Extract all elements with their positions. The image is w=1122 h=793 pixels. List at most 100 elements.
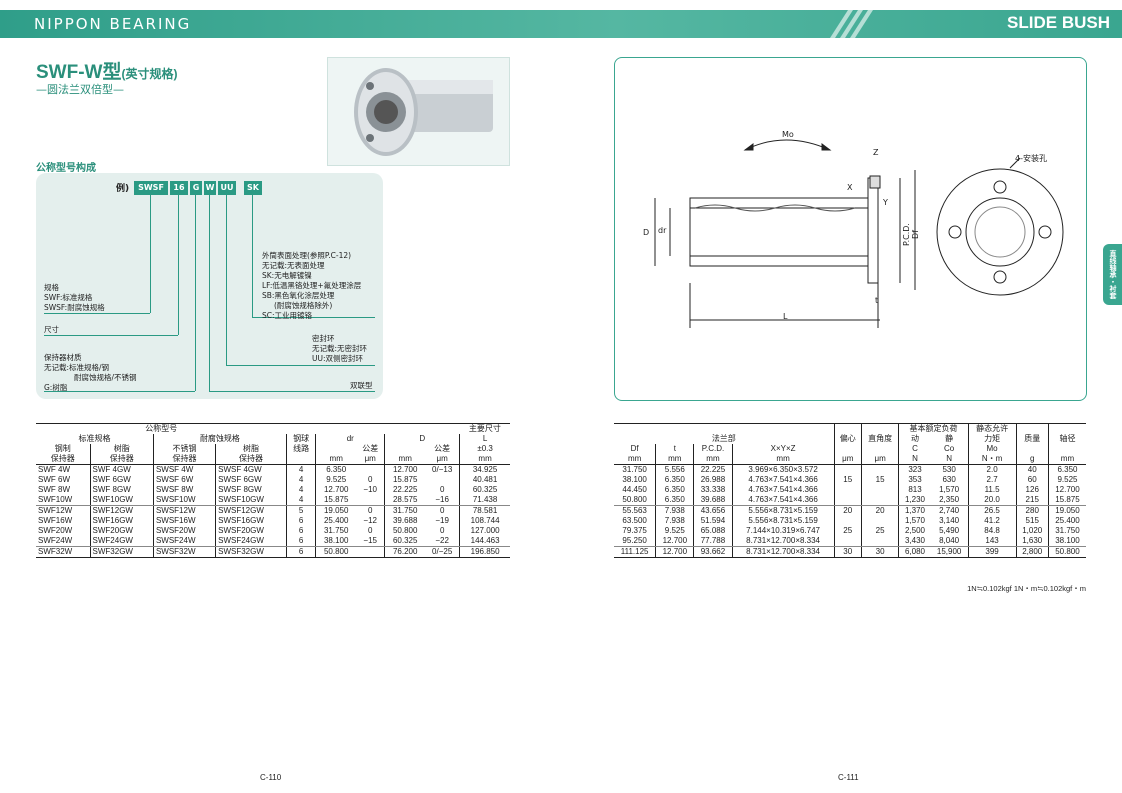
table-cell: 15,900 xyxy=(930,546,969,558)
table-cell: 39.688 xyxy=(693,495,733,506)
table-cell: 25.400 xyxy=(315,516,357,526)
line-size-h xyxy=(44,335,178,336)
line-double xyxy=(209,195,210,391)
line-double-h xyxy=(209,391,375,392)
table-cell xyxy=(833,516,862,526)
table-cell: 41.2 xyxy=(967,516,1017,526)
table-cell: SWSF20W xyxy=(152,526,216,536)
table-cell xyxy=(833,464,862,475)
table-cell: 5.556×8.731×5.159 xyxy=(731,505,835,516)
table-cell: 15.875 xyxy=(384,475,426,485)
table-cell: 6,080 xyxy=(898,546,931,558)
table-cell: 19.050 xyxy=(1047,505,1086,516)
table-cell: 0 xyxy=(367,475,373,484)
table-cell: 196.850 xyxy=(459,546,510,558)
label-holes: 4-安装孔 xyxy=(1015,154,1047,163)
unit-note: 1N≒0.102kgf 1N・m≒0.102kgf・m xyxy=(967,584,1086,593)
table-cell: 15 xyxy=(833,475,862,485)
table-cell: 2,740 xyxy=(939,506,960,515)
table-cell: SWF 6W xyxy=(38,475,70,484)
table-cell: 9.525 xyxy=(655,526,694,536)
table-cell: 4.763×7.541×4.366 xyxy=(731,495,835,506)
table-cell: 6.350 xyxy=(315,464,357,475)
table-cell: 2,500 xyxy=(898,526,931,536)
table-cell: 34.925 xyxy=(459,464,510,475)
table-cell: 77.788 xyxy=(693,536,733,547)
table-cell: 31.750 xyxy=(315,526,357,536)
dimension-table: 公称型号 主要尺寸 标准规格 耐腐蚀规格 钢球 dr D L 钢制树脂 不锈钢树… xyxy=(36,423,510,558)
table-cell: 22.225 xyxy=(384,485,426,495)
label-dr: dr xyxy=(658,226,667,235)
table-cell: 323 xyxy=(898,464,931,475)
table-cell: SWSF 4W xyxy=(152,464,216,475)
side-tab[interactable]: 直线轴承・衬套 xyxy=(1103,244,1122,305)
table-cell xyxy=(356,465,385,476)
table-cell: −10 xyxy=(363,485,377,494)
label-mo: Mo xyxy=(782,130,794,139)
table-cell xyxy=(833,536,862,547)
table-cell: 33.338 xyxy=(693,485,733,495)
table-cell: 60 xyxy=(1015,475,1049,485)
table-cell xyxy=(833,485,862,495)
label-l: L xyxy=(783,312,788,321)
table-cell: 0/−13 xyxy=(432,465,453,474)
table-cell: 0 xyxy=(439,506,445,515)
table-cell: 5.556×8.731×5.159 xyxy=(731,516,835,526)
table-cell: 6 xyxy=(285,526,316,536)
table-cell: 39.688 xyxy=(384,516,426,526)
table-cell: SWF24GW xyxy=(89,536,154,547)
table-cell: 76.200 xyxy=(384,546,426,558)
table-cell: SWF12W xyxy=(38,506,73,515)
table-cell: 144.463 xyxy=(459,536,510,547)
table-cell: 5,490 xyxy=(939,526,960,535)
table-cell: 60.325 xyxy=(459,485,510,495)
double-legend: 双联型 xyxy=(350,381,373,390)
table-cell: 15.875 xyxy=(315,495,357,506)
table-cell: 79.375 xyxy=(622,526,647,535)
table-cell: 4 xyxy=(285,464,316,475)
table-cell: 4 xyxy=(285,495,316,506)
size-legend: 尺寸 xyxy=(44,325,59,334)
header-stripes xyxy=(830,10,873,38)
table-cell: SWF20GW xyxy=(89,526,154,536)
table-cell: 6.350 xyxy=(1047,464,1086,475)
table-cell: SWSF20GW xyxy=(215,526,287,536)
table-cell: 50.800 xyxy=(315,546,357,558)
table-cell: 108.744 xyxy=(459,516,510,526)
table-cell: −22 xyxy=(425,536,460,547)
table-cell: 143 xyxy=(967,536,1017,547)
table-cell: SWF 6GW xyxy=(89,475,154,485)
table-cell: 51.594 xyxy=(693,516,733,526)
table-cell: 12.700 xyxy=(384,464,426,475)
table-cell: 15.875 xyxy=(1047,495,1086,506)
table-cell: 6 xyxy=(285,516,316,526)
retainer-legend: 保持器材质 无记载:标准规格/钢 耐腐蚀规格/不锈钢 G:树脂 xyxy=(44,353,137,392)
table-cell: −15 xyxy=(356,536,385,547)
table-cell: 31.750 xyxy=(384,505,426,516)
code-diagram: 例) SWSF 16 G W UU SK 外筒表面处理(参照P.C-12) 无记… xyxy=(36,173,383,399)
table-cell: 215 xyxy=(1015,495,1049,506)
table-cell: 55.563 xyxy=(622,506,647,515)
table-cell: 6.350 xyxy=(655,485,694,495)
table-cell: 20 xyxy=(860,505,899,516)
table-cell: 8.731×12.700×8.334 xyxy=(731,546,835,558)
table-cell: SWF20W xyxy=(38,526,73,535)
table-cell: 3,430 xyxy=(898,536,931,547)
line-retainer-h xyxy=(44,391,195,392)
table-cell: 2.0 xyxy=(967,464,1017,475)
line-seal-h xyxy=(226,365,375,366)
table-cell: 1,570 xyxy=(939,485,960,494)
table-cell: 127.000 xyxy=(459,526,510,536)
chip-surface: SK xyxy=(244,181,262,195)
table-cell: 12.700 xyxy=(655,546,694,558)
